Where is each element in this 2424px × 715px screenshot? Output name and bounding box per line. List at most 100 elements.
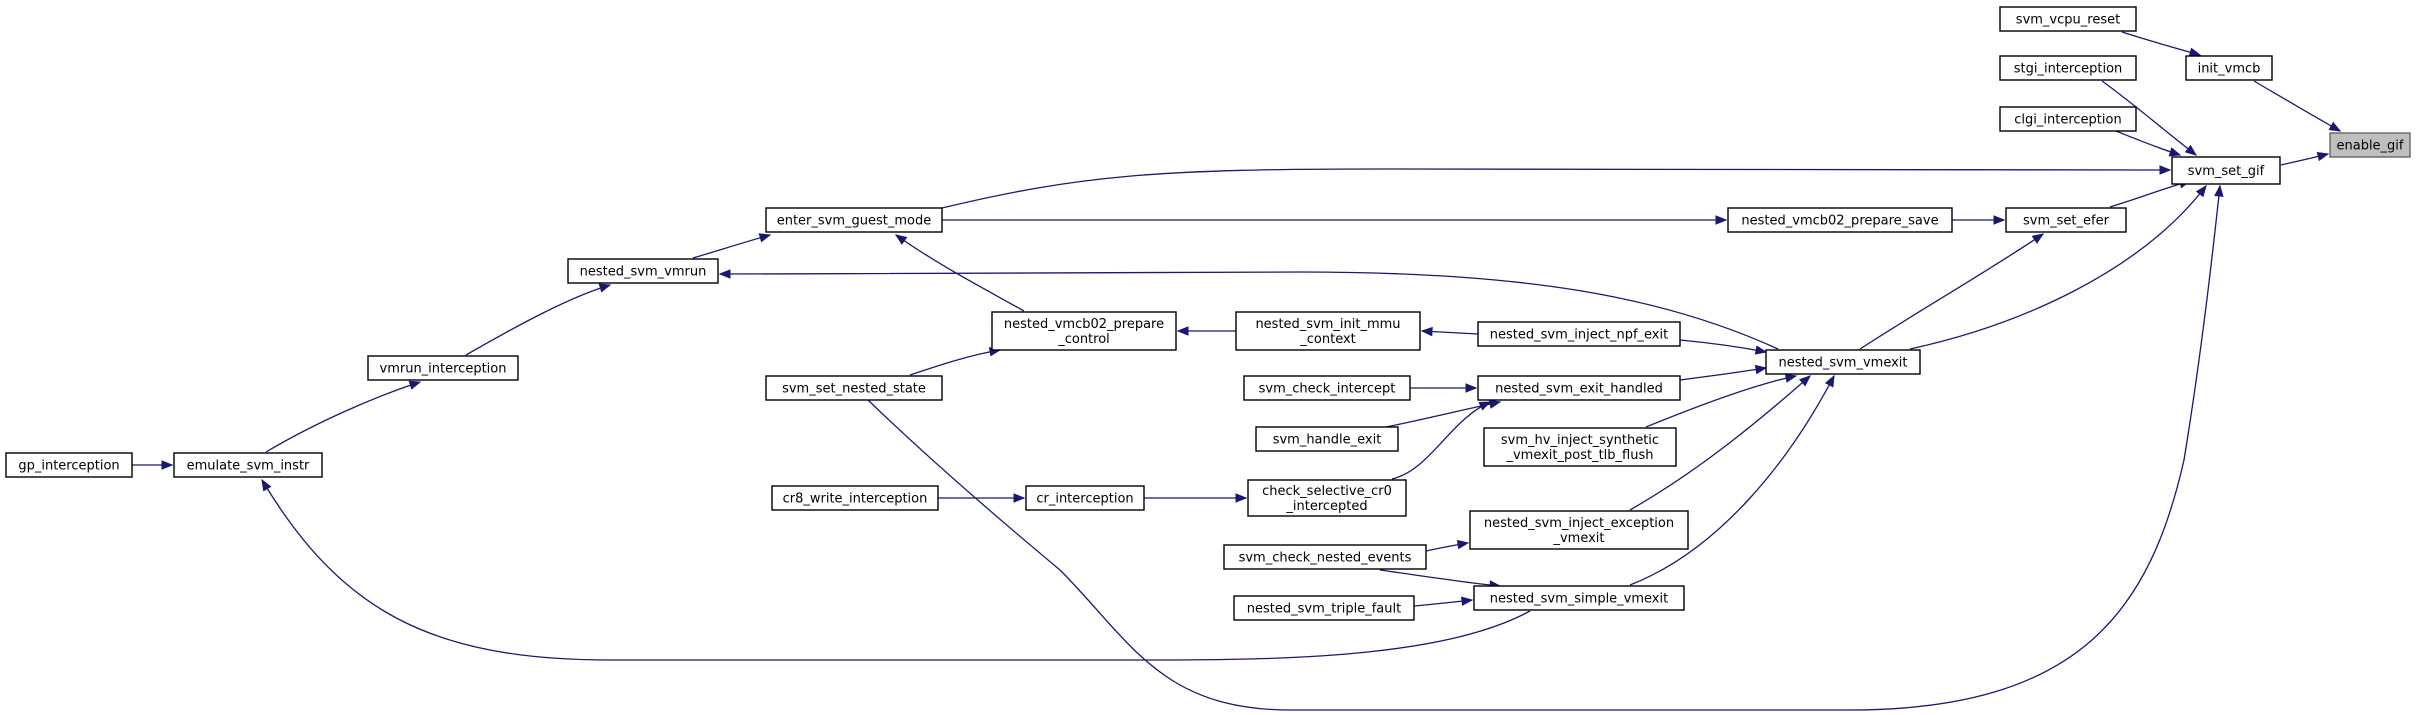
arrowhead [758,233,772,243]
edge-svm_handle_exit-to-nested_svm_exit_handled [1385,399,1502,428]
node-svm_hv_inject_synthetic_vmexit_post_tlb_flush[interactable]: svm_hv_inject_synthetic_vmexit_post_tlb_… [1483,427,1677,467]
node-label: _control [1057,332,1110,347]
node-enter_svm_guest_mode[interactable]: enter_svm_guest_mode [765,207,943,233]
node-nested_svm_exit_handled[interactable]: nested_svm_exit_handled [1477,375,1681,401]
arrowhead [2168,147,2182,157]
node-label: clgi_interception [2014,113,2121,128]
node-svm_handle_exit[interactable]: svm_handle_exit [1255,426,1399,452]
node-label: svm_handle_exit [1273,433,1382,448]
edge-init_vmcb-to-enable_gif [2253,80,2342,132]
edge-nested_svm_inject_npf_exit-to-nested_svm_vmexit [1679,339,1768,355]
arrowhead [2214,184,2224,197]
edge-nested_svm_simple_vmexit-to-nested_svm_vmexit [1629,374,1835,586]
node-init_vmcb[interactable]: init_vmcb [2185,55,2273,81]
arrowhead [1488,399,1502,409]
node-label: svm_set_nested_state [782,382,926,397]
node-nested_vmcb02_prepare_control[interactable]: nested_vmcb02_prepare_control [991,311,1177,351]
edge-nested_svm_triple_fault-to-nested_svm_simple_vmexit [1413,596,1474,607]
arrowhead [2328,121,2342,132]
node-nested_svm_vmrun[interactable]: nested_svm_vmrun [567,258,719,284]
arrowhead [1715,215,1728,225]
node-cr_interception[interactable]: cr_interception [1025,485,1145,511]
arrowhead [408,380,422,390]
node-emulate_svm_instr[interactable]: emulate_svm_instr [173,452,323,478]
node-box [1477,375,1681,401]
node-clgi_interception[interactable]: clgi_interception [1999,106,2137,132]
node-nested_svm_simple_vmexit[interactable]: nested_svm_simple_vmexit [1473,585,1685,611]
node-label: svm_set_efer [2023,214,2110,229]
arrowhead [2184,144,2198,156]
node-stgi_interception[interactable]: stgi_interception [1999,55,2137,81]
arrowhead [1465,383,1478,393]
node-label: nested_svm_init_mmu [1255,317,1400,332]
edge-svm_vcpu_reset-to-init_vmcb [2121,31,2202,57]
arrowhead [1235,493,1248,503]
node-gp_interception[interactable]: gp_interception [5,452,133,478]
node-label: nested_svm_inject_exception [1484,516,1674,531]
node-nested_svm_inject_exception_vmexit[interactable]: nested_svm_inject_exception_vmexit [1469,510,1689,550]
arrowhead [1754,345,1768,355]
edge-clgi_interception-to-svm_set_gif [2115,130,2182,157]
node-label: svm_check_intercept [1259,382,1396,397]
node-label: init_vmcb [2198,62,2261,77]
node-box [1477,321,1681,347]
node-svm_set_nested_state[interactable]: svm_set_nested_state [765,375,943,401]
edge-nested_svm_vmexit-to-svm_set_gif [1909,184,2207,350]
node-label: cr_interception [1036,492,1133,507]
node-svm_check_nested_events[interactable]: svm_check_nested_events [1223,544,1427,570]
edge-enter_svm_guest_mode-to-nested_vmcb02_prepare_save [942,215,1728,225]
node-box [2171,156,2281,185]
node-svm_set_gif[interactable]: svm_set_gif [2171,156,2281,185]
node-cr8_write_interception[interactable]: cr8_write_interception [771,485,939,511]
node-svm_check_intercept[interactable]: svm_check_intercept [1243,375,1411,401]
node-label: emulate_svm_instr [187,459,310,474]
node-enable_gif[interactable]: enable_gif [2329,132,2411,158]
arrowhead [1784,373,1798,383]
node-label: nested_svm_inject_npf_exit [1490,328,1668,343]
edge-enter_svm_guest_mode-to-svm_set_gif [941,165,2172,209]
node-box [1235,311,1421,351]
node-svm_set_efer[interactable]: svm_set_efer [2005,207,2127,233]
arrowhead [1824,374,1835,388]
arrowhead [1461,596,1474,606]
node-label: enable_gif [2336,139,2403,154]
node-check_selective_cr0_intercepted[interactable]: check_selective_cr0_intercepted [1247,479,1407,517]
node-nested_svm_inject_npf_exit[interactable]: nested_svm_inject_npf_exit [1477,321,1681,347]
node-box [1223,544,1427,570]
node-nested_vmcb02_prepare_save[interactable]: nested_vmcb02_prepare_save [1727,207,1953,233]
node-box [1999,55,2137,81]
edge-nested_svm_vmrun-to-enter_svm_guest_mode [692,233,772,259]
node-label: nested_svm_exit_handled [1495,382,1663,397]
node-svm_vcpu_reset[interactable]: svm_vcpu_reset [1999,6,2137,32]
node-label: _vmexit [1552,531,1604,546]
node-nested_svm_vmexit[interactable]: nested_svm_vmexit [1765,349,1921,375]
node-nested_svm_triple_fault[interactable]: nested_svm_triple_fault [1233,595,1415,621]
node-label: nested_svm_triple_fault [1247,602,1401,617]
edge-emulate_svm_instr-to-vmrun_interception [265,380,422,453]
edge-svm_check_intercept-to-nested_svm_exit_handled [1409,383,1478,393]
edge-cr_interception-to-check_selective_cr0_intercepted [1144,493,1248,503]
node-label: svm_set_gif [2188,164,2265,179]
arrowhead [718,269,731,279]
edge-nested_vmcb02_prepare_save-to-svm_set_efer [1952,215,2006,225]
node-box [567,258,719,284]
node-box [771,485,939,511]
arrowhead [598,283,612,293]
edge-svm_hv_inject_synthetic_vmexit_post_tlb_flush-to-nested_svm_vmexit [1645,373,1798,428]
node-box [1483,427,1677,467]
arrowhead [161,460,174,470]
edge-nested_svm_simple_vmexit-to-emulate_svm_instr [261,478,1531,661]
edges-layer [132,31,2342,711]
node-box [1243,375,1411,401]
node-nested_svm_init_mmu_context[interactable]: nested_svm_init_mmu_context [1235,311,1421,351]
node-label: nested_svm_vmrun [580,265,707,280]
node-box [2185,55,2273,81]
node-label: _vmexit_post_tlb_flush [1505,448,1653,463]
arrowhead [2195,184,2207,198]
node-box [1999,106,2137,132]
node-vmrun_interception[interactable]: vmrun_interception [367,355,519,381]
node-label: svm_check_nested_events [1239,551,1412,566]
node-box [1025,485,1145,511]
arrowhead [2159,165,2172,175]
